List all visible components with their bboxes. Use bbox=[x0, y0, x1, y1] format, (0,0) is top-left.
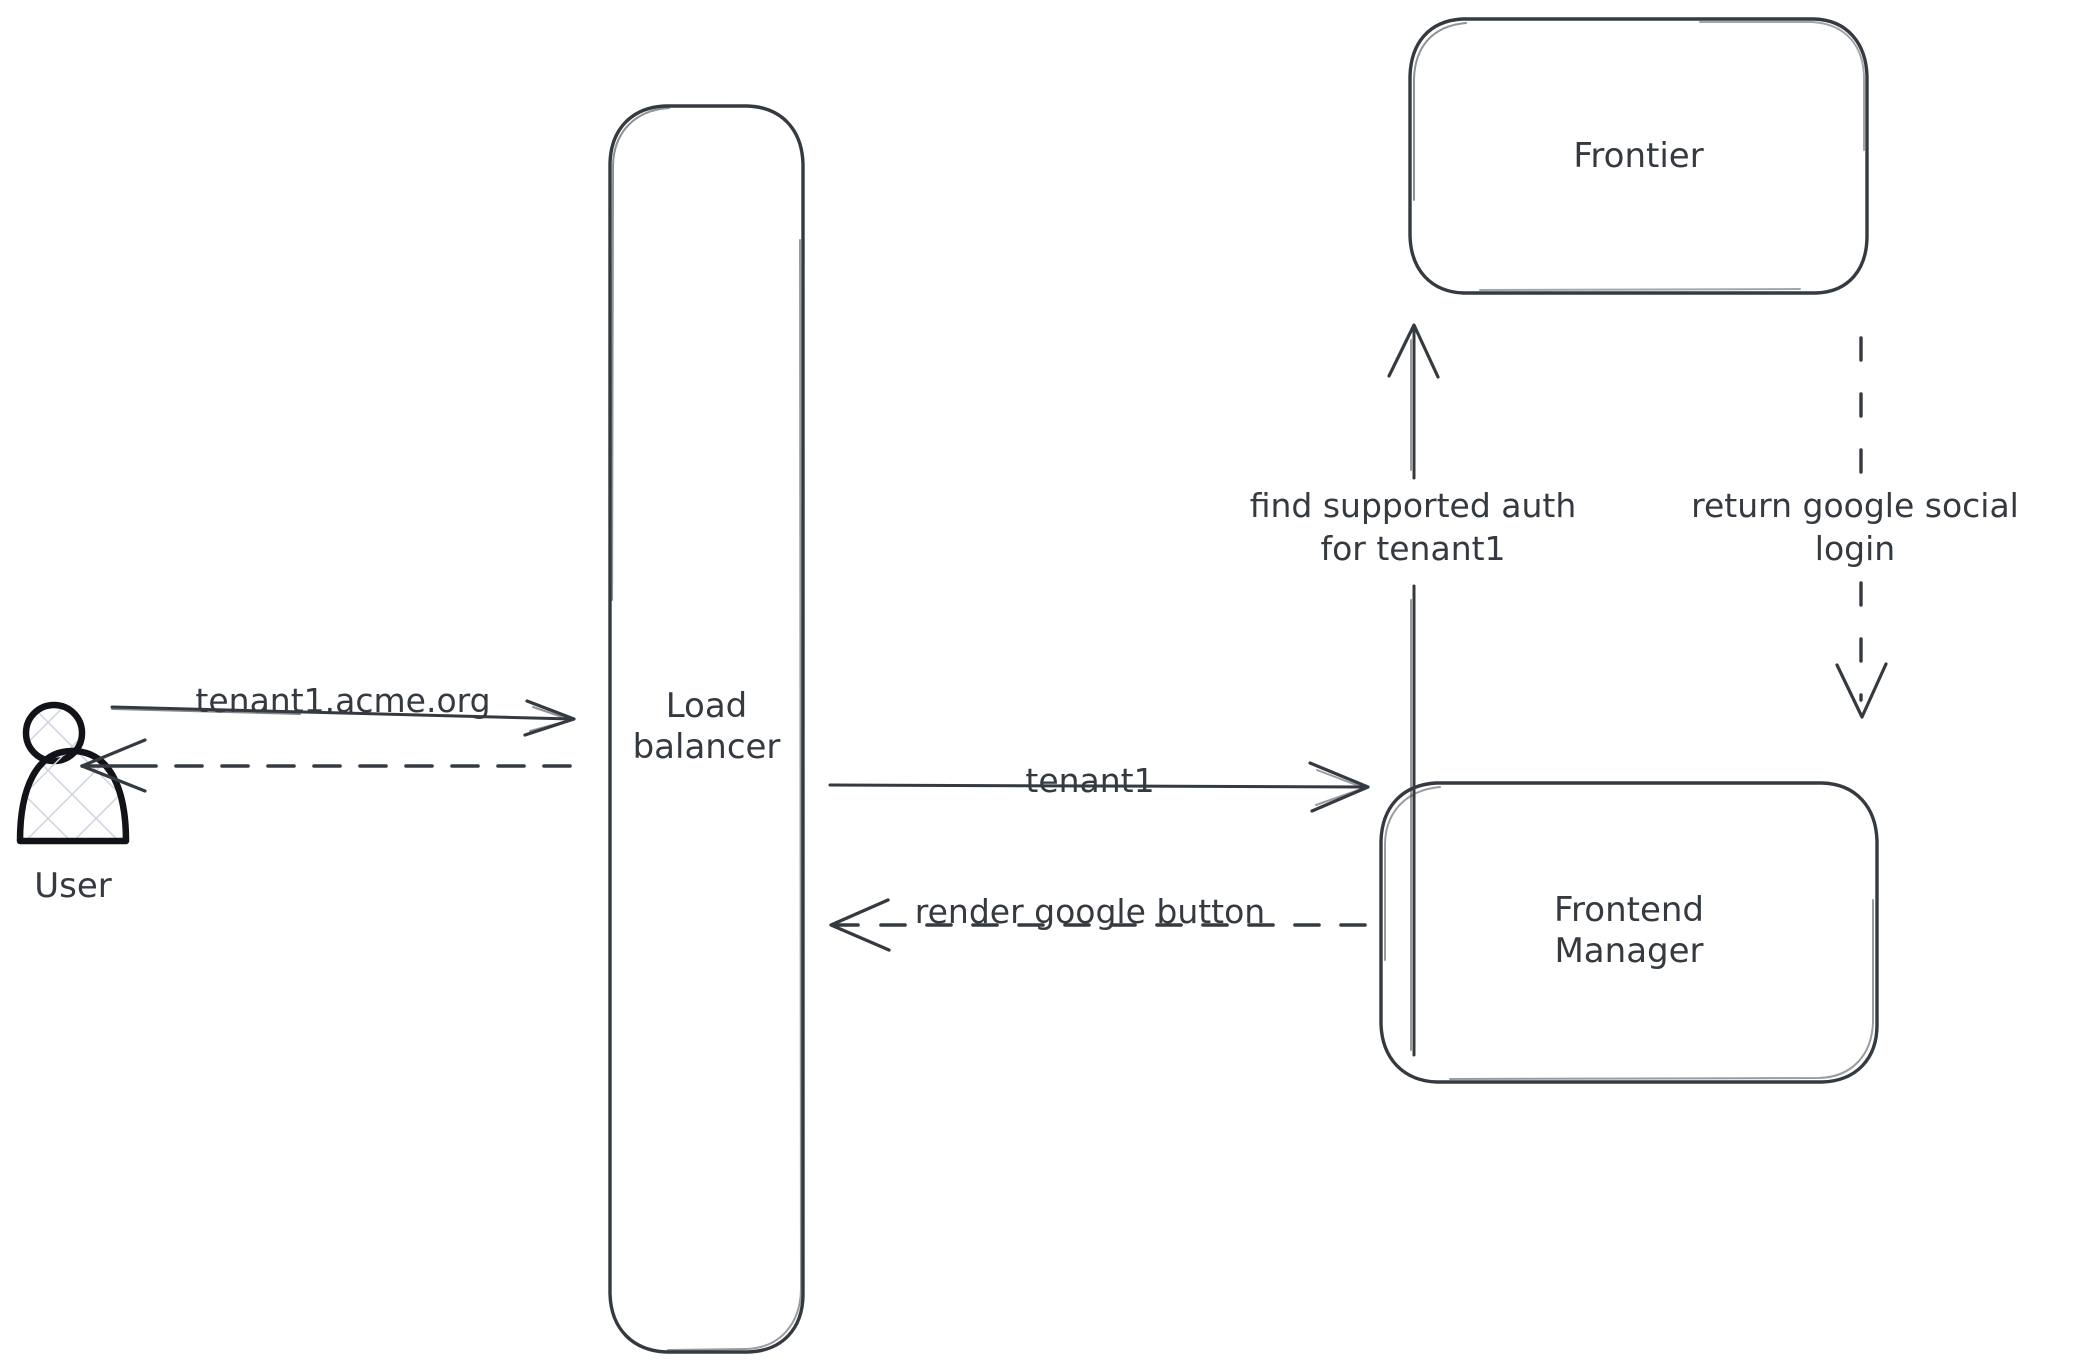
actor-user[interactable] bbox=[16, 701, 130, 845]
node-load-balancer[interactable] bbox=[608, 104, 805, 1354]
edge-load-balancer-to-user bbox=[80, 738, 572, 793]
edge-frontend-manager-to-load-balancer bbox=[829, 898, 1367, 952]
edge-frontier-to-frontend-manager bbox=[1835, 336, 1888, 719]
node-frontend-manager[interactable] bbox=[1379, 781, 1879, 1084]
edge-user-to-load-balancer bbox=[110, 699, 576, 737]
node-frontier[interactable] bbox=[1408, 17, 1869, 295]
edge-load-balancer-to-frontend-manager bbox=[828, 761, 1370, 813]
edge-frontend-manager-to-frontier bbox=[1387, 323, 1440, 1057]
